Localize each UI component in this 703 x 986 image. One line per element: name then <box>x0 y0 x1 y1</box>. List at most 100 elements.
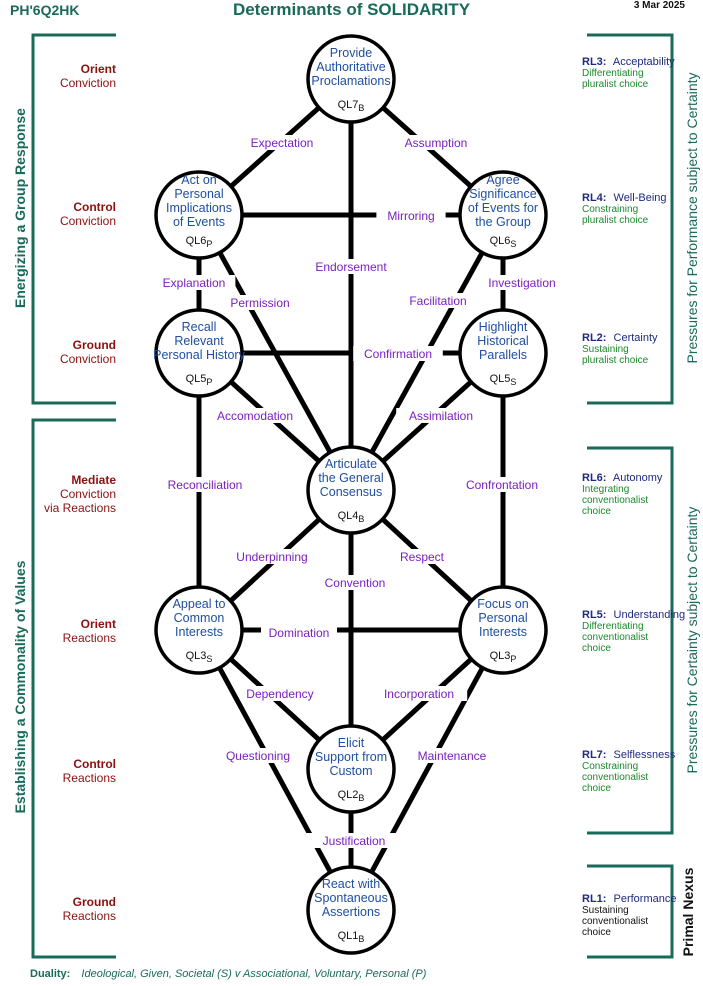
left-level-title: Mediate <box>71 473 116 487</box>
right-level-name: Certainty <box>610 332 658 344</box>
left-level-title: Ground <box>72 895 116 909</box>
node-label-line: Relevant <box>174 334 224 348</box>
right-level-desc: pluralist choice <box>582 79 649 90</box>
right-level-code: RL5: <box>582 609 607 621</box>
right-level-heading: RL1: Performance <box>582 894 692 905</box>
duality-text: Ideological, Given, Societal (S) v Assoc… <box>81 968 427 980</box>
right-middle-bracket-text: Pressures for Certainty subject to Certa… <box>684 506 700 774</box>
node-ql-code: QL3P <box>490 650 517 664</box>
edge-label-bg <box>317 575 393 590</box>
edge-label-bg <box>393 293 483 308</box>
left-level-title: Orient <box>80 617 116 631</box>
edge-label-bg <box>410 748 494 763</box>
right-level-name: Autonomy <box>610 472 663 484</box>
node-circle <box>458 585 548 675</box>
node-label-line: Spontaneous <box>314 891 388 905</box>
node-ql-code: QL6S <box>490 235 517 249</box>
edge-label-bg <box>473 275 571 290</box>
page-title: Determinants of SOLIDARITY <box>232 0 471 19</box>
edge-label-bg <box>353 346 443 361</box>
right-brackets <box>587 33 674 959</box>
node-label-line: Parallels <box>479 348 527 362</box>
right-level-heading: RL5: Understanding <box>582 610 692 621</box>
left-level-sub: Reactions <box>62 771 116 785</box>
edge-label: Reconciliation <box>168 478 243 492</box>
node-label-line: Authoritative <box>316 60 386 74</box>
node-ql-code: QL1B <box>338 930 365 944</box>
edge-label-bg <box>370 686 468 701</box>
right-level-code: RL1: <box>582 893 607 905</box>
node-label-line: Articulate <box>325 457 377 471</box>
left-level-title: Orient <box>80 62 116 76</box>
right-level-name: Performance <box>610 893 677 905</box>
edge-label-bg <box>261 625 337 640</box>
node-label-line: Focus on <box>477 597 528 611</box>
right-level-name: Acceptability <box>610 56 675 68</box>
right-level-heading: RL4: Well-Being <box>582 193 692 204</box>
edge-label: Justification <box>323 834 386 848</box>
node-label-line: Recall <box>182 320 217 334</box>
node-circle <box>154 170 244 260</box>
right-level-code: RL7: <box>582 749 607 761</box>
right-level-name: Well-Being <box>610 192 667 204</box>
right-level-desc: Sustaining <box>582 905 629 916</box>
edge-label: Questioning <box>226 749 290 763</box>
edge-label: Permission <box>230 296 289 310</box>
right-level-desc: conventionalist <box>582 632 649 643</box>
right-level-desc: conventionalist <box>582 772 649 783</box>
right-level-heading: RL7: Selflessness <box>582 750 692 761</box>
edge-label-bg <box>216 748 300 763</box>
node-ql-code: QL5S <box>490 373 517 387</box>
edge-label-bg <box>227 549 317 564</box>
right-top-bracket-label: Pressures for Performance subject to Cer… <box>684 68 700 368</box>
node-ql-code: QL6P <box>186 235 213 249</box>
node-label-line: Support from <box>315 750 387 764</box>
node-label-line: of Events <box>173 215 225 229</box>
node-label-line: Highlight <box>479 320 528 334</box>
edge-label: Confrontation <box>466 478 538 492</box>
edge-label-bg <box>210 408 300 423</box>
edge-label-bg <box>240 135 324 150</box>
node-label-line: Consensus <box>320 485 383 499</box>
node-label-line: Personal History <box>153 348 245 362</box>
node-label-line: Elicit <box>338 736 365 750</box>
right-middle-bracket-label: Pressures for Certainty subject to Certa… <box>684 490 700 790</box>
node-circle <box>154 585 244 675</box>
edge-label: Facilitation <box>409 294 466 308</box>
left-level-sub: Reactions <box>62 909 116 923</box>
edge-label: Explanation <box>163 276 226 290</box>
node-circle <box>306 724 396 814</box>
left-level-title: Ground <box>72 338 116 352</box>
node-ql-code: QL2B <box>338 789 365 803</box>
node-label-line: Proclamations <box>311 74 390 88</box>
right-level-desc: Sustaining <box>582 344 629 355</box>
node-label-line: Historical <box>477 334 528 348</box>
node-label-line: Agree <box>486 173 519 187</box>
right-level-heading: RL6: Autonomy <box>582 473 692 484</box>
right-level-desc: Differentiating <box>582 68 644 79</box>
left-level-sub: Reactions <box>62 631 116 645</box>
right-level-desc: pluralist choice <box>582 355 649 366</box>
right-level-code: RL2: <box>582 332 607 344</box>
node-label-line: Significance <box>469 187 536 201</box>
right-level-desc: Constraining <box>582 204 639 215</box>
edge-label-bg <box>376 208 446 223</box>
edge-label-bg <box>453 477 551 492</box>
node-label-line: Custom <box>329 764 372 778</box>
node-ql-code: QL5P <box>186 373 213 387</box>
left-level-sub: Conviction <box>59 352 116 366</box>
left-bottom-bracket-label: Establishing a Commonality of Values <box>12 560 28 814</box>
node-label-line: Assertions <box>322 905 380 919</box>
node-label-line: Personal <box>174 187 223 201</box>
